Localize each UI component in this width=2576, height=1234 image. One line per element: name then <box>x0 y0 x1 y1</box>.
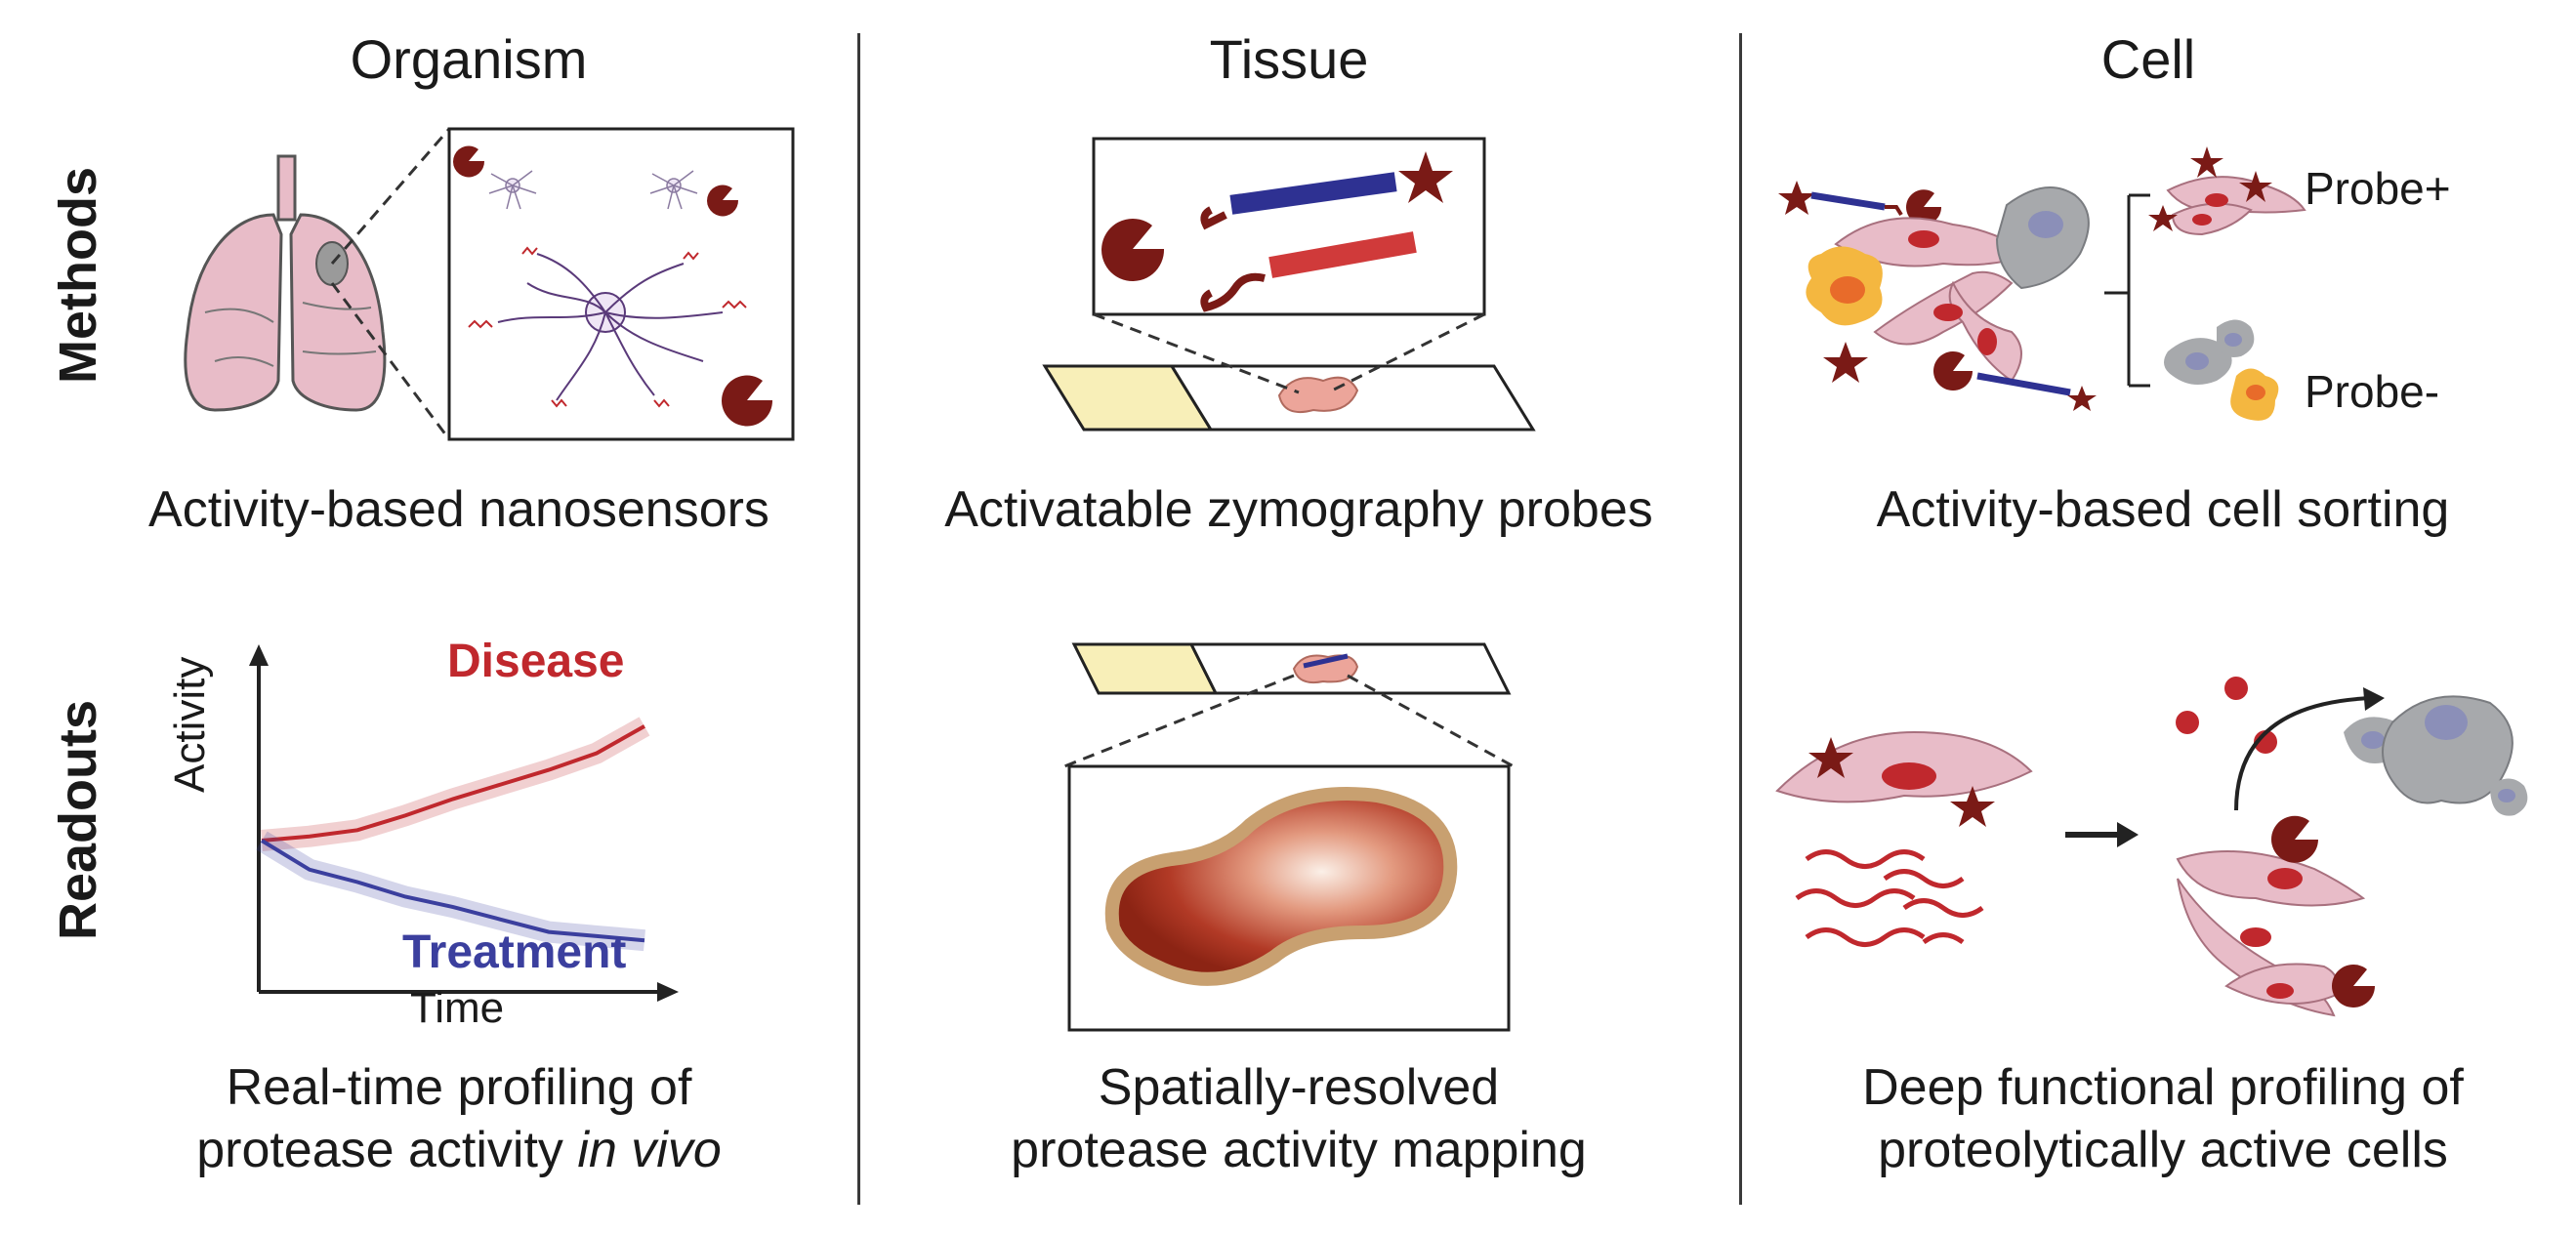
caption-spatially-resolved-mapping: Spatially-resolved protease activity map… <box>879 1056 1719 1181</box>
activity-time-chart <box>249 644 679 1002</box>
column-divider-2 <box>1739 33 1742 1205</box>
series-band-0 <box>261 717 650 851</box>
caption-line-2: protease activity mapping <box>1011 1122 1587 1178</box>
series-line-0 <box>261 724 645 843</box>
caption-line-1: Real-time profiling of <box>226 1059 692 1116</box>
row-label-methods: Methods <box>49 167 107 384</box>
label-probe-negative: Probe- <box>2305 366 2440 417</box>
row-label-readouts: Readouts <box>49 699 107 940</box>
y-axis-label: Activity <box>166 656 214 793</box>
caption-activity-based-cell-sorting: Activity-based cell sorting <box>1876 481 2450 538</box>
label-probe-positive: Probe+ <box>2305 163 2451 214</box>
functional-profiling-illustration <box>1775 677 2528 1017</box>
column-title-organism: Organism <box>350 28 588 90</box>
caption-activatable-zymography-probes: Activatable zymography probes <box>944 481 1653 538</box>
legend-label-disease: Disease <box>447 636 625 687</box>
series-line-1 <box>260 839 645 943</box>
x-axis-label: Time <box>410 984 505 1032</box>
caption-line-2-text: protease activity <box>196 1122 578 1178</box>
zymography-probe-illustration <box>1042 137 1536 432</box>
column-title-cell: Cell <box>2100 28 2196 90</box>
legend-label-treatment: Treatment <box>402 926 627 978</box>
caption-line-1: Deep functional profiling of <box>1862 1059 2464 1116</box>
cell-sorting-illustration <box>1778 146 2306 421</box>
caption-activity-based-nanosensors: Activity-based nanosensors <box>148 481 769 538</box>
caption-line-2-italic: in vivo <box>577 1122 722 1178</box>
caption-deep-functional-profiling: Deep functional profiling of proteolytic… <box>1758 1056 2568 1181</box>
lung-nanosensor-illustration <box>184 127 795 441</box>
column-title-tissue: Tissue <box>1209 28 1369 90</box>
caption-line-1: Spatially-resolved <box>1098 1059 1500 1116</box>
activity-map-illustration <box>1063 642 1515 1032</box>
caption-line-2: proteolytically active cells <box>1878 1122 2448 1178</box>
caption-line-2: protease activity in vivo <box>78 1119 840 1181</box>
column-divider-1 <box>857 33 860 1205</box>
caption-real-time-profiling: Real-time profiling of protease activity… <box>78 1056 840 1181</box>
